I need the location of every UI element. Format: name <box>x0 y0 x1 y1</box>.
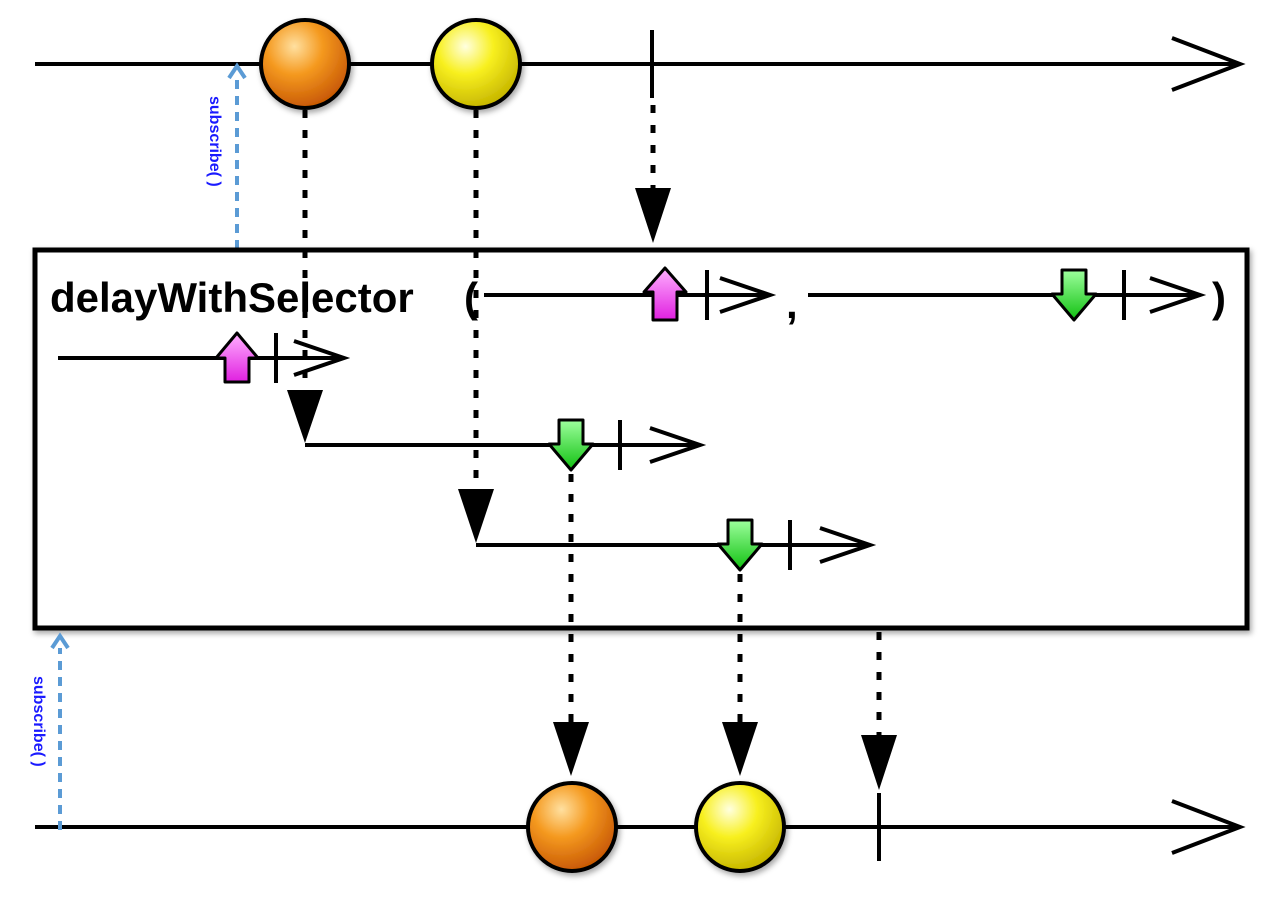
source-orange-marble <box>259 18 351 110</box>
emit-line-orange <box>553 474 589 776</box>
item-delay-timeline-orange <box>305 418 707 472</box>
subscribe-arrow-bottom: subscribe( ) <box>30 632 70 830</box>
subscribe-label-top: subscribe( ) <box>206 96 223 187</box>
operator-box <box>32 247 1250 631</box>
item-delay-selector <box>808 268 1207 322</box>
item-delay-orange-down-arrow <box>547 418 595 472</box>
item-delay-yellow-down-arrow <box>716 518 764 572</box>
drop-line-completion <box>635 105 671 243</box>
emit-line-completion <box>861 632 897 790</box>
result-orange-marble <box>526 781 618 873</box>
item-delay-down-arrow <box>1050 268 1098 322</box>
item-delay-timeline-yellow <box>476 518 877 572</box>
subscription-delay-timeline <box>58 331 351 384</box>
source-yellow-marble <box>430 18 522 110</box>
subscription-delay-selector <box>484 266 777 322</box>
subscription-up-arrow <box>642 266 688 322</box>
emit-line-yellow <box>722 574 758 776</box>
result-timeline <box>35 793 1246 861</box>
operator-comma: , <box>786 280 798 327</box>
operator-name: delayWithSelector <box>50 274 414 321</box>
result-yellow-marble <box>694 781 786 873</box>
operator-open-paren: ( <box>464 274 478 321</box>
drop-line-yellow <box>458 110 494 543</box>
subscribe-label-bottom: subscribe( ) <box>30 676 47 767</box>
operator-close-paren: ) <box>1212 274 1226 321</box>
drop-line-orange <box>287 110 323 443</box>
subscribe-arrow-top: subscribe( ) <box>206 62 247 345</box>
source-timeline <box>35 30 1246 98</box>
subscription-delay-up-arrow <box>214 331 260 384</box>
